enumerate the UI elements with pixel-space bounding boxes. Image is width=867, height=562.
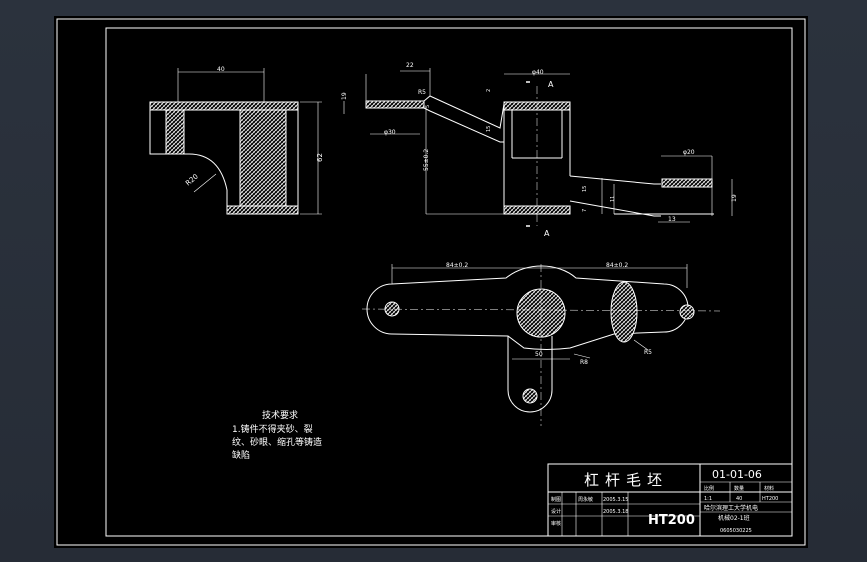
school-name: 哈尔滨理工大学机电 — [704, 504, 758, 512]
dim-15a: 15 — [486, 126, 492, 132]
dim-5: 5 — [425, 105, 431, 108]
dim-phi40: φ40 — [532, 69, 544, 76]
date-2: 2005.3.18 — [603, 509, 628, 515]
dim-62: 62 — [316, 153, 324, 162]
class-name: 机械02-1班 — [718, 514, 750, 522]
drawing-sheet: 40 62 R20 — [54, 16, 808, 548]
dim-r5: R5 — [418, 89, 426, 96]
dim-40: 40 — [217, 66, 225, 73]
section-a-top: A — [548, 80, 554, 89]
scale-value-1: 1:1 — [704, 496, 712, 502]
side-view — [149, 68, 322, 215]
material-label: HT200 — [648, 513, 695, 528]
drawing-title: 杠杆毛坯 — [584, 471, 668, 489]
dim-phi30: φ30 — [384, 129, 396, 136]
tech-heading: 技术要求 — [262, 409, 298, 421]
dim-2: 2 — [486, 89, 492, 92]
scale-value-2: 40 — [736, 496, 742, 502]
dim-22: 22 — [406, 62, 414, 69]
drawing-canvas: 40 62 R20 — [56, 18, 806, 546]
dim-84-right: 84±0.2 — [606, 262, 628, 269]
top-view — [361, 264, 721, 426]
row-label-3: 审核 — [551, 520, 561, 527]
dim-84-left: 84±0.2 — [446, 262, 468, 269]
dim-7: 7 — [582, 209, 588, 212]
row-label-1: 制图 — [551, 496, 561, 503]
dim-r5b: R5 — [644, 349, 652, 356]
section-a-bottom: A — [544, 229, 550, 238]
scale-header-3: 材料 — [764, 485, 774, 492]
front-view — [343, 68, 733, 227]
scale-header-2: 数量 — [734, 485, 744, 492]
tech-line-1: 1.铸件不得夹砂、裂 — [232, 423, 313, 435]
scale-header-1: 比例 — [704, 485, 714, 492]
dim-13: 13 — [668, 216, 676, 223]
designer-name: 周永敏 — [578, 496, 593, 503]
title-block — [547, 463, 793, 537]
dim-phi20: φ20 — [683, 149, 695, 156]
outer-border — [56, 18, 806, 546]
dim-55: 55±0.2 — [423, 149, 430, 171]
inner-border — [105, 27, 793, 537]
drawing-number: 01-01-06 — [712, 468, 762, 481]
tech-line-3: 缺陷 — [232, 449, 250, 461]
student-id: 0605030225 — [720, 528, 752, 534]
dim-r8: R8 — [580, 359, 588, 366]
tech-requirements: 技术要求 1.铸件不得夹砂、裂 纹、砂眼、缩孔等铸造 缺陷 — [232, 409, 322, 461]
date-1: 2005.3.15 — [603, 497, 628, 503]
row-label-2: 设计 — [551, 508, 561, 515]
dim-r20: R20 — [184, 173, 200, 188]
tech-line-2: 纹、砂眼、缩孔等铸造 — [232, 436, 322, 448]
dim-19: 19 — [341, 92, 348, 100]
dim-15b: 15 — [582, 186, 588, 192]
scale-value-3: HT200 — [762, 496, 778, 502]
dim-50: 50 — [535, 351, 543, 358]
dim-11: 11 — [610, 196, 616, 202]
dim-19b: 19 — [731, 194, 738, 202]
